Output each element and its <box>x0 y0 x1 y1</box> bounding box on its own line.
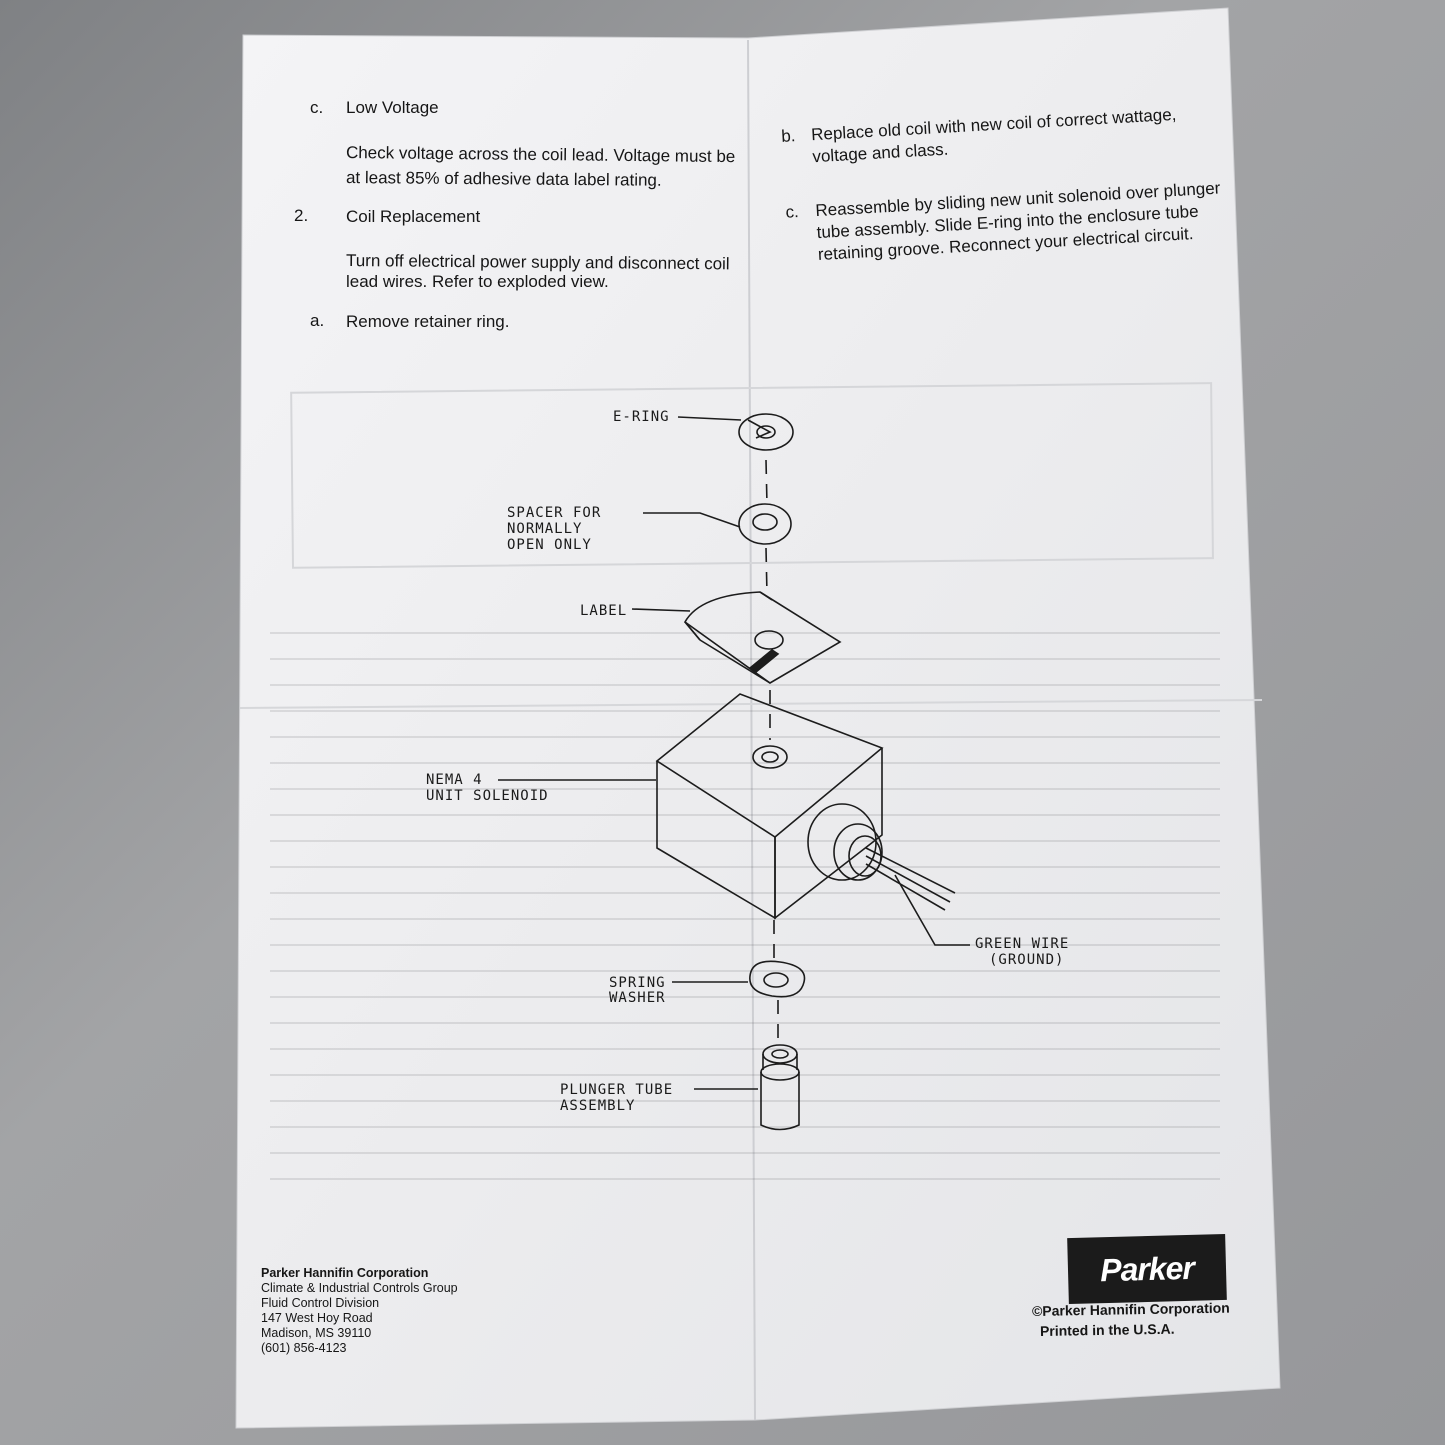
footer-division: Fluid Control Division <box>261 1296 380 1310</box>
spacer-part <box>738 503 792 545</box>
axis-line <box>765 459 779 1040</box>
item-a-label: a. <box>310 311 325 330</box>
label-spring-line-2: WASHER <box>609 990 666 1006</box>
e-ring-leader <box>677 416 742 421</box>
label-green-wire-line-2: (GROUND) <box>989 952 1065 968</box>
label-e-ring: E-RING <box>613 409 670 425</box>
item-2-label: 2. <box>294 206 309 225</box>
item-c-title: Low Voltage <box>346 98 439 117</box>
label-spacer-line-2: NORMALLY <box>507 521 583 537</box>
footer-printed: Printed in the U.S.A. <box>1039 1320 1175 1339</box>
item-2-text-line-2: lead wires. Refer to exploded view. <box>346 272 609 291</box>
e-ring-part <box>738 413 794 451</box>
footer-phone: (601) 856-4123 <box>261 1341 347 1355</box>
green-wire-leader <box>894 874 970 946</box>
label-nema-line-1: NEMA 4 <box>426 772 483 788</box>
label-label: LABEL <box>580 603 628 619</box>
plunger-tube-part <box>760 1044 800 1131</box>
solenoid-block <box>655 693 956 920</box>
parker-logo-text: Parker <box>1099 1249 1195 1288</box>
label-spacer-line-3: OPEN ONLY <box>507 537 592 553</box>
label-nema-line-2: UNIT SOLENOID <box>426 788 549 804</box>
label-plunger-line-1: PLUNGER TUBE <box>560 1082 674 1098</box>
footer-city: Madison, MS 39110 <box>261 1326 372 1340</box>
footer-company: Parker Hannifin Corporation <box>261 1266 429 1280</box>
label-green-wire-line-1: GREEN WIRE <box>975 936 1070 952</box>
spring-washer-part <box>749 960 806 998</box>
parker-logo: Parker <box>1067 1233 1227 1305</box>
spacer-leader <box>643 512 741 528</box>
label-spacer-line-1: SPACER FOR <box>507 505 602 521</box>
label-spring-line-1: SPRING <box>609 975 666 991</box>
item-a-text: Remove retainer ring. <box>346 312 510 331</box>
label-plunger-line-2: ASSEMBLY <box>560 1098 636 1114</box>
footer-street: 147 West Hoy Road <box>261 1311 373 1325</box>
label-leader <box>631 608 691 612</box>
label-part <box>683 591 842 684</box>
footer-group: Climate & Industrial Controls Group <box>261 1281 458 1295</box>
item-2-title: Coil Replacement <box>346 207 481 226</box>
item-c-label: c. <box>310 98 324 117</box>
